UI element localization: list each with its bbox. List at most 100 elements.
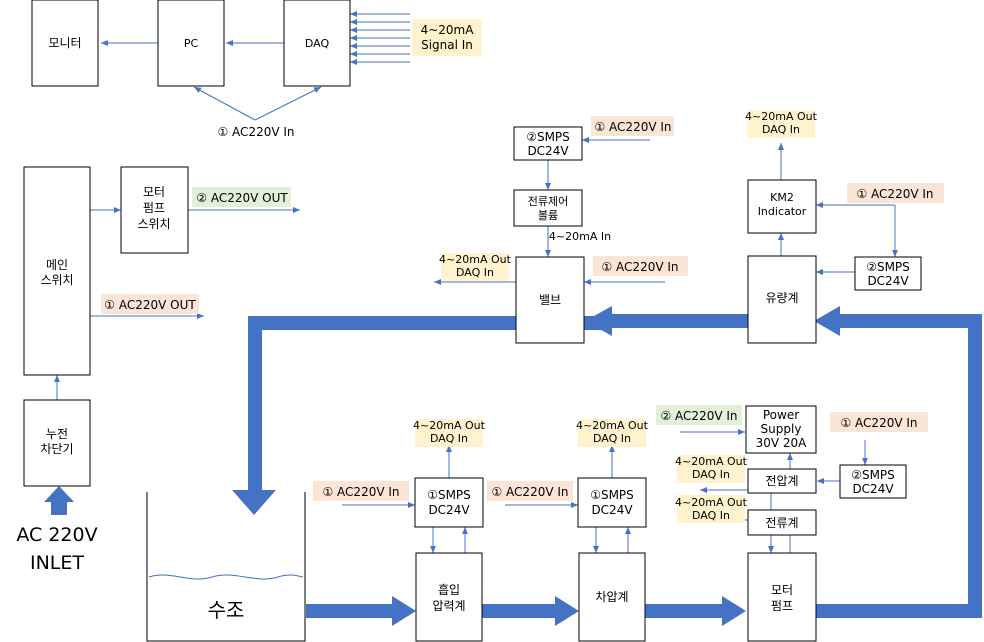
suction-gauge-label-1: 흡입 <box>438 583 460 597</box>
thick-flow-lines <box>44 306 982 626</box>
tank-water-wave <box>148 574 304 580</box>
monitor-label: 모니터 <box>48 36 81 50</box>
daq-label: DAQ <box>305 37 330 50</box>
km2-label-1: KM2 <box>770 191 794 204</box>
ac-inlet-label-1: AC 220V <box>16 524 97 546</box>
valve-label: 밸브 <box>539 293 561 307</box>
ac220-in-smps1a-label: ① AC220V In <box>322 485 399 499</box>
four20-in-valve-label: 4~20mA In <box>549 230 611 243</box>
flow-valve-to-tank <box>232 310 612 515</box>
ac220-in-smps-top-label: ① AC220V In <box>594 120 671 134</box>
voltmeter-label: 전압계 <box>765 474 798 488</box>
smps1b-label-1: ①SMPS <box>590 488 634 502</box>
ac220-in-ps-green-label: ② AC220V In <box>660 409 737 423</box>
main-switch-label-1: 메인 <box>46 258 68 272</box>
flowmeter-box <box>747 255 817 344</box>
ac220-out-1-label: ① AC220V OUT <box>104 298 196 312</box>
breaker-label-1: 누전 <box>46 427 68 441</box>
daq-out-valve-label-1: 4~20mA Out <box>439 253 512 266</box>
ac220-in-valve-label: ① AC220V In <box>601 260 678 274</box>
daq-out-valve-label-2: DAQ In <box>456 266 494 279</box>
valve-box <box>515 256 585 344</box>
smps2-low-box <box>839 464 907 499</box>
smps1b-box <box>577 477 647 528</box>
ac220-in-smps2low-label: ① AC220V In <box>840 416 917 430</box>
label-backgrounds <box>101 19 944 523</box>
power-supply-box <box>745 405 817 454</box>
monitor-box <box>31 0 99 87</box>
smps1a-box <box>414 477 484 528</box>
daq-out-smps1a-label-2: DAQ In <box>430 432 468 445</box>
suction-gauge-box <box>415 552 483 642</box>
suction-gauge-label-2: 압력계 <box>432 599 465 613</box>
ac-inlet-label-2: INLET <box>30 552 84 574</box>
daq-out-volt-label-2: DAQ In <box>692 468 730 481</box>
breaker-box <box>23 399 91 487</box>
thin-arrows <box>54 11 898 553</box>
flow-diff-to-pump <box>645 596 746 626</box>
daq-out-amp-label-1: 4~20mA Out <box>675 496 748 509</box>
smps1a-label-2: DC24V <box>428 503 470 517</box>
motor-pump-switch-label-1: 모터 <box>143 185 165 199</box>
daq-out-smps1b-label-1: 4~20mA Out <box>576 419 649 432</box>
main-switch-box <box>23 166 91 376</box>
ammeter-label: 전류계 <box>765 516 798 530</box>
power-supply-label-1: Power <box>763 408 799 422</box>
main-switch-label-2: 스위치 <box>40 273 73 287</box>
box-texts: 모니터 PC DAQ 메인 스위치 모터 펌프 스위치 누전 차단기 ②SMPS… <box>40 36 909 622</box>
annotation-texts: 4~20mA Signal In ① AC220V In ② AC220V OU… <box>16 23 933 574</box>
flow-ctrl-label-2: 볼륨 <box>538 209 558 222</box>
ac-inlet-arrow <box>44 486 74 515</box>
motor-pump-switch-box <box>120 166 189 254</box>
signal-in-label-1: 4~20mA <box>421 23 475 37</box>
signal-in-label-2: Signal In <box>421 38 473 52</box>
tank-label: 수조 <box>208 598 245 622</box>
smps2-right-box <box>854 256 922 291</box>
daq-out-smps1a-label-1: 4~20mA Out <box>413 419 486 432</box>
voltmeter-box <box>747 468 817 494</box>
motor-pump-label-2: 펌프 <box>771 599 793 613</box>
km2-box <box>747 179 817 234</box>
smps2-top-label-1: ②SMPS <box>526 130 570 144</box>
daq-out-volt-label-1: 4~20mA Out <box>675 455 748 468</box>
breaker-label-2: 차단기 <box>40 442 73 456</box>
pc-label: PC <box>184 37 199 50</box>
motor-pump-switch-label-2: 펌프 <box>143 201 165 215</box>
daq-out-km2-label-1: 4~20mA Out <box>745 110 818 123</box>
flow-pump-to-flowmeter <box>814 306 982 618</box>
km2-label-2: Indicator <box>758 205 807 218</box>
daq-out-amp-label-2: DAQ In <box>692 509 730 522</box>
flow-ctrl-label-1: 전류제어 <box>528 195 568 208</box>
smps1a-label-1: ①SMPS <box>427 488 471 502</box>
daq-out-km2-label-2: DAQ In <box>762 123 800 136</box>
power-supply-label-3: 30V 20A <box>756 436 808 450</box>
daq-box <box>283 0 351 87</box>
motor-pump-switch-label-3: 스위치 <box>137 217 170 231</box>
smps2-top-label-2: DC24V <box>527 144 569 158</box>
smps2-right-label-2: DC24V <box>867 274 909 288</box>
diff-gauge-label: 차압계 <box>595 590 628 604</box>
motor-pump-label-1: 모터 <box>771 583 793 597</box>
daq-out-smps1b-label-2: DAQ In <box>593 432 631 445</box>
pc-box <box>157 0 225 87</box>
diff-gauge-box <box>578 552 646 642</box>
ac220-in-km2-label: ① AC220V In <box>856 187 933 201</box>
flow-suction-to-diff <box>482 596 579 626</box>
smps2-right-label-1: ②SMPS <box>866 260 910 274</box>
boxes <box>23 0 922 642</box>
ac220-in-pc-label: ① AC220V In <box>217 125 294 139</box>
flow-flowmeter-to-valve-head <box>585 306 612 336</box>
power-supply-label-2: Supply <box>761 422 802 436</box>
ammeter-box <box>747 509 817 536</box>
ac220-out-2-label: ② AC220V OUT <box>196 191 288 205</box>
smps2-top-box <box>513 126 583 161</box>
flowmeter-label: 유량계 <box>765 291 798 305</box>
motor-pump-box <box>747 552 817 642</box>
smps2-low-label-2: DC24V <box>852 482 894 496</box>
smps1b-label-2: DC24V <box>591 503 633 517</box>
ac220-in-smps1b-label: ① AC220V In <box>491 485 568 499</box>
flow-flowmeter-to-valve-shaft <box>612 314 748 328</box>
tank <box>146 492 306 642</box>
